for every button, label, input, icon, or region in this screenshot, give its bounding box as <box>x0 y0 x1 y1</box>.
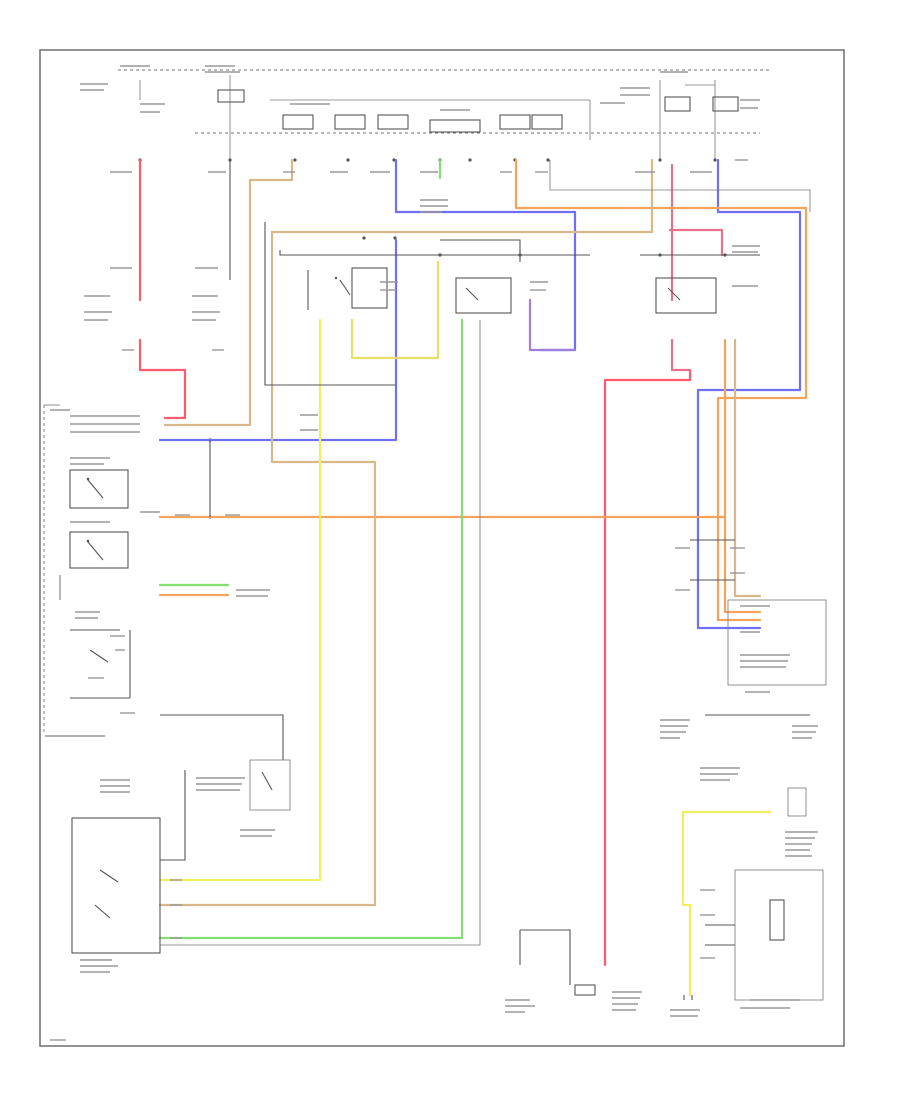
relay-left <box>307 267 388 310</box>
wire-orange-top <box>514 158 808 622</box>
wire-green-long <box>158 318 464 940</box>
relay-center <box>455 277 512 314</box>
wire-red-right <box>603 368 692 967</box>
instrument-cluster <box>705 869 824 1001</box>
wire-yellow-left <box>158 318 322 882</box>
fuse-row <box>217 89 739 133</box>
wire-tan-top <box>270 158 654 234</box>
wire-black-loop <box>264 222 590 386</box>
wire-gray-right <box>549 160 811 212</box>
right-connector <box>690 539 827 686</box>
relay-right <box>655 277 717 314</box>
switch-block-3 <box>70 629 131 699</box>
right-switch <box>705 714 810 817</box>
center-switch <box>249 759 291 811</box>
bottom-receptacle <box>519 929 571 985</box>
wire-gray-mid <box>160 320 481 946</box>
wire-pink-right <box>670 163 692 372</box>
wire-yellow-right <box>681 810 692 997</box>
relay-bottom-right <box>574 984 596 996</box>
wire-blue-left <box>158 238 398 442</box>
wire-black-vert <box>209 160 231 517</box>
power-bus <box>118 69 770 160</box>
wire-black-bottom <box>160 714 284 861</box>
wire-tan-left <box>163 158 294 427</box>
wire-violet <box>528 298 577 352</box>
wire-red-left <box>138 158 187 420</box>
switch-block-1 <box>69 469 129 509</box>
diagram-frame <box>39 49 845 1047</box>
wire-tan-right <box>733 338 762 598</box>
switch-block-2 <box>69 531 129 569</box>
wire-orange-right <box>723 338 762 614</box>
wire-yellow-relay <box>350 260 440 360</box>
left-bottom-module <box>71 817 161 954</box>
wire-blue-right <box>696 158 802 630</box>
ground-icon <box>683 995 693 1000</box>
wire-pink-top <box>668 228 724 257</box>
wire-tan-loop <box>158 230 377 907</box>
label-marks <box>45 65 818 1041</box>
